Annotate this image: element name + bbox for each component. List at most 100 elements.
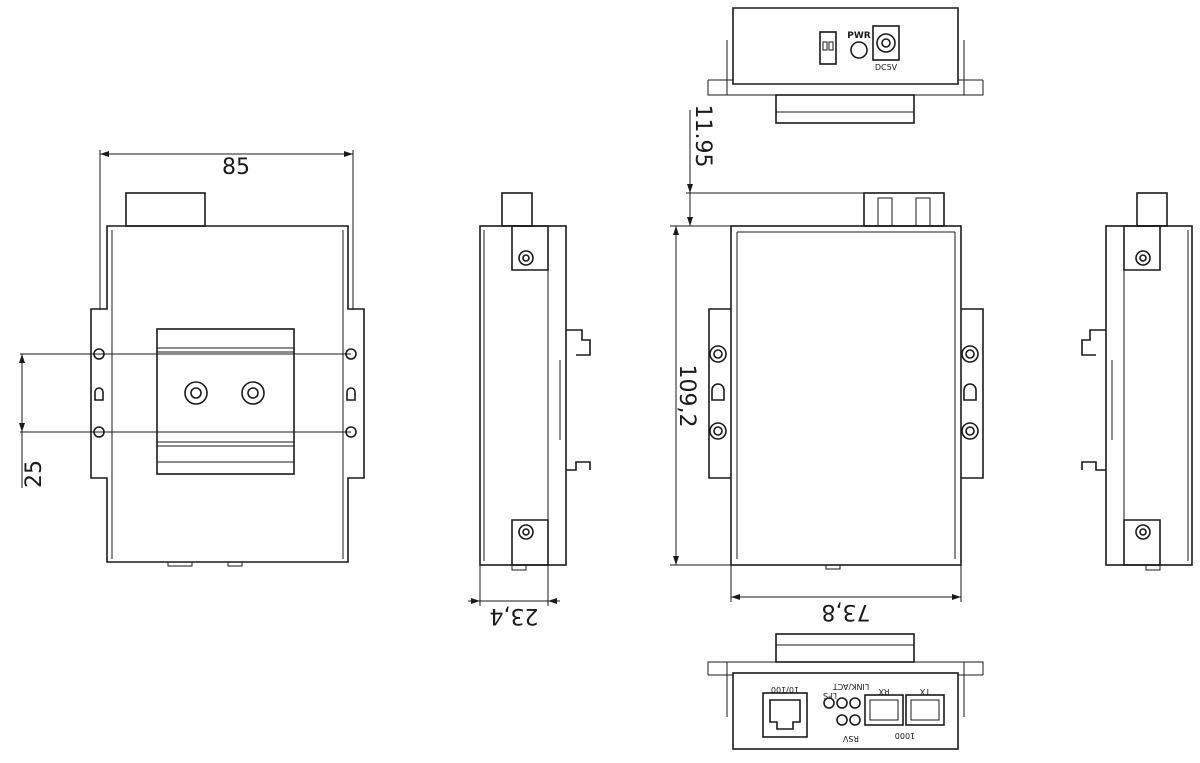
fiber-speed-label: 1000 xyxy=(895,731,915,740)
side-screw-inner-b xyxy=(522,528,530,536)
front-ear-left xyxy=(708,308,731,479)
fiber-slot-1 xyxy=(877,197,893,227)
led-lfs xyxy=(823,697,835,709)
back-bottom-tab xyxy=(167,561,193,567)
dim-85-arrow-left xyxy=(100,151,109,157)
side-r-bottom-tab xyxy=(1145,564,1161,571)
dim-1195-arrow-top xyxy=(687,184,693,193)
fiber-tx-inner xyxy=(910,699,940,721)
rsv-label: RSV xyxy=(842,734,859,743)
dc-jack xyxy=(872,25,900,61)
port-speed-label: 10/100 xyxy=(771,685,799,694)
fiber-slot-2 xyxy=(915,197,931,227)
dip-1 xyxy=(822,41,828,51)
side-top-plate xyxy=(511,225,549,271)
back-bottom-tab-2 xyxy=(227,561,243,567)
dim-25-arrow-bottom xyxy=(19,423,25,432)
dim-23-arrow-left xyxy=(471,598,480,604)
side-view-right xyxy=(1081,192,1193,571)
bottom-connector-block xyxy=(775,633,915,663)
front-ear-right xyxy=(961,308,984,479)
din-screw-left xyxy=(184,381,208,405)
front-fiber-block xyxy=(863,192,945,227)
led xyxy=(849,697,861,709)
side-body xyxy=(1105,225,1193,566)
dim-85-arrow-right xyxy=(344,151,353,157)
mount-hole xyxy=(709,345,727,363)
bottom-flange xyxy=(707,661,984,676)
fiber-port-tx xyxy=(905,694,945,726)
side-r-screw-inner xyxy=(1139,254,1147,262)
pwr-led xyxy=(850,41,868,59)
front-view xyxy=(708,192,984,570)
din-clip-side xyxy=(566,329,591,471)
dimension-depth: 23,4 xyxy=(468,565,560,628)
mount-hole xyxy=(709,422,727,440)
fiber-port-rx xyxy=(864,694,904,726)
side-connector-block xyxy=(501,192,533,227)
dc-jack-inner xyxy=(881,38,891,48)
keyhole-slot xyxy=(94,387,104,401)
lfs-label: LFS xyxy=(823,691,837,700)
mount-hole-inner-3 xyxy=(965,349,975,359)
dimension-front-width: 73,8 xyxy=(730,565,962,624)
bottom-view: 10/100 LFS LINK/ACT RSV RX TX 1000 xyxy=(707,633,984,750)
side-screw xyxy=(518,524,534,540)
mount-hole xyxy=(961,345,979,363)
side-screw xyxy=(1135,524,1151,540)
dim-23-arrow-right xyxy=(548,598,557,604)
dc-label: DC5V xyxy=(875,63,898,72)
dimension-width: 85 xyxy=(99,150,354,310)
side-bottom-tab xyxy=(511,564,527,571)
dimension-connector-offset: 11.95 xyxy=(686,105,864,226)
back-view xyxy=(90,192,365,567)
front-body xyxy=(730,225,962,566)
pwr-label: PWR xyxy=(847,31,871,41)
dim-109-label: 109,2 xyxy=(674,365,699,428)
din-screw-right-inner xyxy=(247,387,259,399)
back-connector-block xyxy=(125,192,206,227)
side-screw-inner xyxy=(522,254,530,262)
dc-jack-outer xyxy=(876,33,896,53)
top-body xyxy=(732,7,959,85)
din-rail-clip xyxy=(156,328,295,475)
dimension-hole-spacing: 25 xyxy=(19,353,351,488)
din-screw-right xyxy=(241,381,265,405)
din-clip-side xyxy=(1081,329,1106,471)
dim-85-label: 85 xyxy=(222,155,250,180)
led-rsv xyxy=(849,714,861,726)
side-r-top-plate xyxy=(1123,225,1161,271)
top-view: PWR DC5V xyxy=(707,7,984,124)
dip-switch xyxy=(819,31,837,65)
rj45-port xyxy=(762,692,808,738)
top-connector-block xyxy=(775,94,915,124)
link-act-label: LINK/ACT xyxy=(833,682,870,691)
top-flange xyxy=(707,79,984,96)
tx-label: TX xyxy=(919,687,931,696)
rj45-socket xyxy=(769,699,801,730)
back-body-outline xyxy=(90,225,365,563)
rx-label: RX xyxy=(878,687,890,696)
dip-2 xyxy=(828,41,834,51)
mount-hole-inner-2 xyxy=(713,426,723,436)
bottom-body xyxy=(732,672,959,750)
side-body xyxy=(479,225,567,566)
dim-1195-label: 11.95 xyxy=(690,105,715,168)
side-r-screw-inner-b xyxy=(1139,528,1147,536)
keyhole-slot xyxy=(963,383,977,401)
keyhole-slot xyxy=(711,383,725,401)
side-view-left xyxy=(479,192,591,571)
dim-23-label: 23,4 xyxy=(490,603,539,628)
led xyxy=(836,714,848,726)
mount-hole-inner-4 xyxy=(965,426,975,436)
led-link xyxy=(836,697,848,709)
dim-1195-arrow-bottom xyxy=(687,217,693,226)
din-screw-left-inner xyxy=(190,387,202,399)
mount-hole-inner xyxy=(713,349,723,359)
dim-109-arrow-top xyxy=(673,226,679,235)
side-screw xyxy=(518,250,534,266)
front-bottom-tab xyxy=(825,564,841,570)
side-screw xyxy=(1135,250,1151,266)
